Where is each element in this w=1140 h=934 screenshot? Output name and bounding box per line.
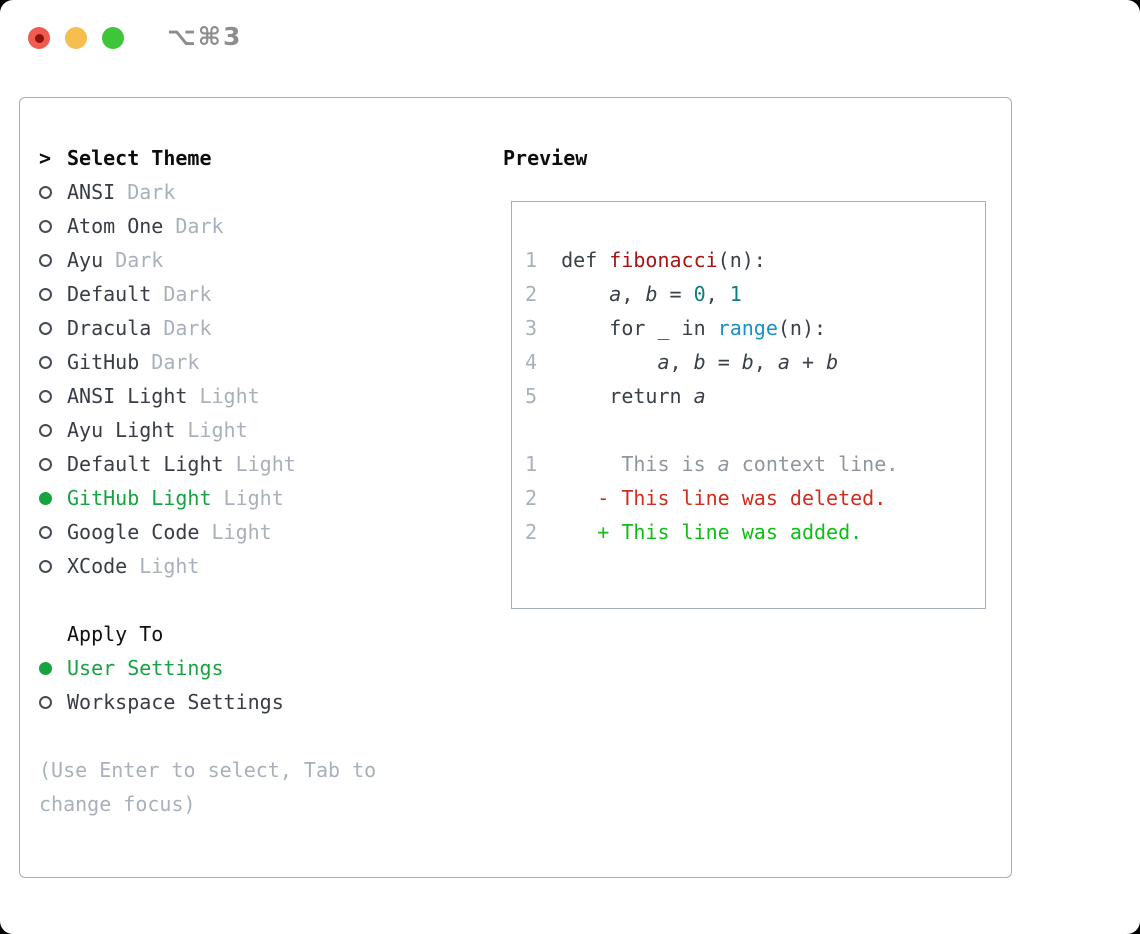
code-line: 5 return a bbox=[525, 384, 706, 408]
option-label: Ayu Light bbox=[67, 418, 176, 442]
radio-icon bbox=[39, 413, 67, 447]
option-variant: Light bbox=[223, 452, 296, 476]
theme-option-xcode[interactable]: XCode Light bbox=[39, 549, 439, 583]
window-title: ⌥⌘3 bbox=[167, 22, 243, 51]
line-number: 3 bbox=[525, 316, 538, 340]
line-number: 5 bbox=[525, 384, 538, 408]
option-variant: Dark bbox=[115, 180, 176, 204]
apply-to-header: Apply To bbox=[39, 617, 439, 651]
option-variant: Dark bbox=[103, 248, 164, 272]
option-label: Default Light bbox=[67, 452, 224, 476]
preview-box: 1 def fibonacci(n): 2 a, b = 0, 1 3 for _ … bbox=[511, 201, 986, 609]
close-dot-icon bbox=[34, 33, 44, 43]
zoom-button[interactable] bbox=[102, 27, 124, 49]
radio-icon bbox=[39, 311, 67, 345]
close-button[interactable] bbox=[28, 27, 50, 49]
radio-icon bbox=[39, 447, 67, 481]
option-label: Workspace Settings bbox=[67, 690, 284, 714]
theme-option-dracula[interactable]: Dracula Dark bbox=[39, 311, 439, 345]
select-theme-title: Select Theme bbox=[67, 146, 212, 170]
option-variant: Light bbox=[175, 418, 248, 442]
radio-icon bbox=[39, 379, 67, 413]
radio-icon bbox=[39, 515, 67, 549]
theme-option-atom-one[interactable]: Atom One Dark bbox=[39, 209, 439, 243]
code-line: 1 This is a context line. bbox=[525, 452, 899, 476]
option-label: GitHub bbox=[67, 350, 140, 374]
option-variant: Dark bbox=[139, 350, 200, 374]
code-line: 2 - This line was deleted. bbox=[525, 486, 887, 510]
radio-icon bbox=[39, 685, 67, 719]
option-label: Atom One bbox=[67, 214, 164, 238]
titlebar bbox=[28, 27, 124, 49]
line-number: 1 bbox=[525, 248, 538, 272]
option-variant: Dark bbox=[151, 282, 212, 306]
spacer bbox=[39, 719, 439, 753]
option-label: ANSI bbox=[67, 180, 116, 204]
code-line bbox=[525, 413, 985, 447]
hint-text: (Use Enter to select, Tab to change focu… bbox=[39, 758, 377, 816]
option-variant: Dark bbox=[163, 214, 224, 238]
option-label: Ayu bbox=[67, 248, 104, 272]
select-theme-header: > Select Theme bbox=[39, 141, 439, 175]
theme-option-ayu-light[interactable]: Ayu Light Light bbox=[39, 413, 439, 447]
preview-title: Preview bbox=[503, 146, 588, 170]
theme-option-default[interactable]: Default Dark bbox=[39, 277, 439, 311]
prompt-caret: > bbox=[39, 146, 52, 170]
theme-option-default-light[interactable]: Default Light Light bbox=[39, 447, 439, 481]
code-preview: 1 def fibonacci(n): 2 a, b = 0, 1 3 for _ … bbox=[512, 202, 985, 549]
apply-option-workspace-settings[interactable]: Workspace Settings bbox=[39, 685, 439, 719]
code-line: 3 for _ in range(n): bbox=[525, 316, 827, 340]
line-number: 2 bbox=[525, 520, 538, 544]
theme-option-ayu[interactable]: Ayu Dark bbox=[39, 243, 439, 277]
theme-option-github-light[interactable]: GitHub Light Light bbox=[39, 481, 439, 515]
option-variant: Light bbox=[187, 384, 260, 408]
apply-to-title: Apply To bbox=[67, 622, 164, 646]
option-label: GitHub Light bbox=[67, 486, 212, 510]
option-label: ANSI Light bbox=[67, 384, 188, 408]
line-number: 2 bbox=[525, 282, 538, 306]
code-line: 2 a, b = 0, 1 bbox=[525, 282, 742, 306]
minimize-button[interactable] bbox=[65, 27, 87, 49]
radio-selected-icon bbox=[39, 481, 67, 515]
spacer bbox=[39, 583, 439, 617]
option-label: XCode bbox=[67, 554, 128, 578]
code-line: 4 a, b = b, a + b bbox=[525, 350, 839, 374]
radio-icon bbox=[39, 175, 67, 209]
option-variant: Dark bbox=[151, 316, 212, 340]
radio-icon bbox=[39, 209, 67, 243]
radio-selected-icon bbox=[39, 651, 67, 685]
radio-icon bbox=[39, 277, 67, 311]
option-label: Default bbox=[67, 282, 152, 306]
theme-option-ansi-light[interactable]: ANSI Light Light bbox=[39, 379, 439, 413]
code-line: 2 + This line was added. bbox=[525, 520, 863, 544]
option-label: User Settings bbox=[67, 656, 224, 680]
option-variant: Light bbox=[199, 520, 272, 544]
option-variant: Light bbox=[211, 486, 284, 510]
line-number: 1 bbox=[525, 452, 538, 476]
code-line: 1 def fibonacci(n): bbox=[525, 248, 766, 272]
option-label: Google Code bbox=[67, 520, 200, 544]
theme-option-ansi[interactable]: ANSI Dark bbox=[39, 175, 439, 209]
line-number: 2 bbox=[525, 486, 538, 510]
option-label: Dracula bbox=[67, 316, 152, 340]
apply-option-user-settings[interactable]: User Settings bbox=[39, 651, 439, 685]
radio-icon bbox=[39, 549, 67, 583]
radio-icon bbox=[39, 345, 67, 379]
radio-icon bbox=[39, 243, 67, 277]
line-number: 4 bbox=[525, 350, 538, 374]
option-variant: Light bbox=[127, 554, 200, 578]
theme-option-google-code[interactable]: Google Code Light bbox=[39, 515, 439, 549]
theme-option-github[interactable]: GitHub Dark bbox=[39, 345, 439, 379]
